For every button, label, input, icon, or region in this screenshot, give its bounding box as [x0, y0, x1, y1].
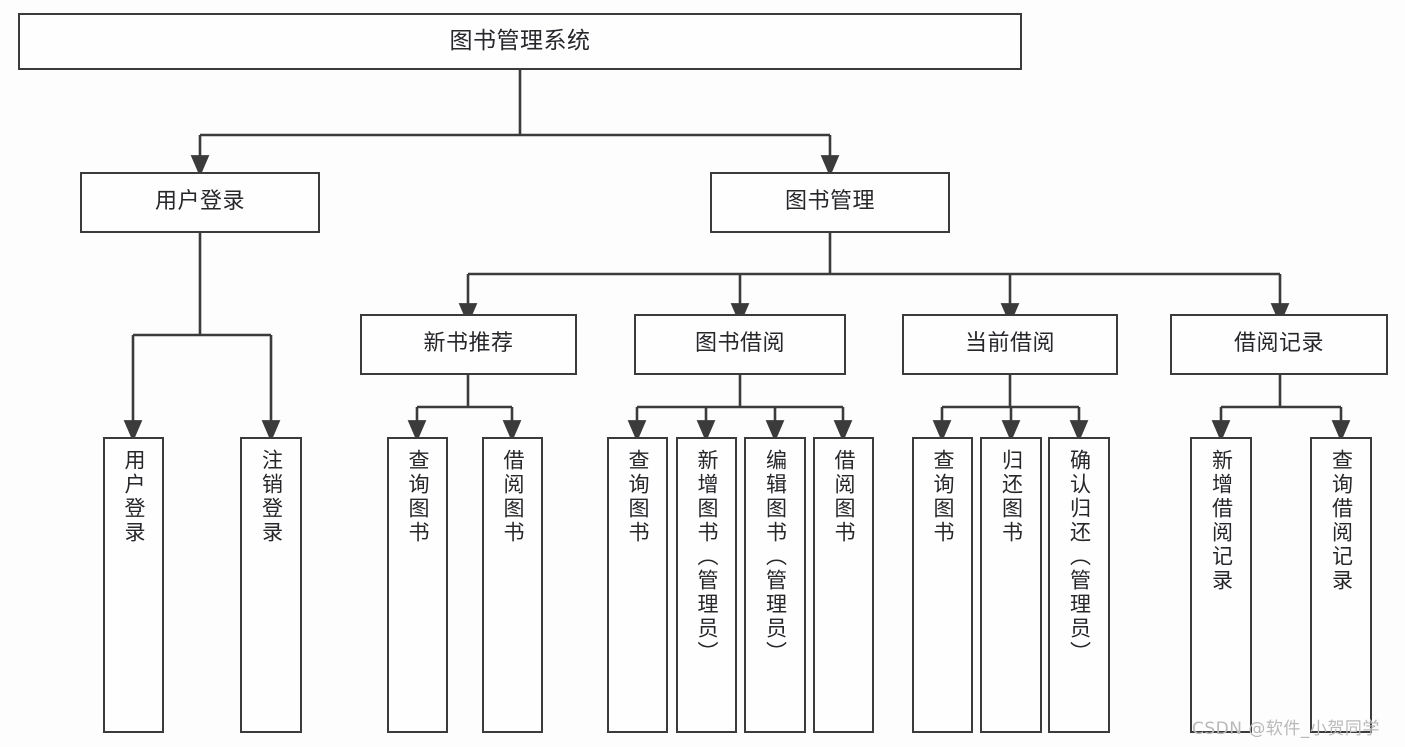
leaf-borrow-book-new[interactable]: 借阅图书 [482, 437, 543, 733]
leaf-add-book-admin[interactable]: 新增图书（管理员） [676, 437, 737, 733]
leaf-query-borrow-record[interactable]: 查询借阅记录 [1310, 437, 1372, 733]
node-label: 图书管理 [784, 189, 875, 215]
node-label: 借阅记录 [1233, 331, 1324, 357]
node-label: 当前借阅 [964, 331, 1055, 357]
node-label: 确认归还（管理员） [1067, 449, 1092, 665]
csdn-watermark: CSDN @软件_小贺同学 [1192, 719, 1380, 739]
node-label: 查询借阅记录 [1329, 449, 1354, 593]
node-label: 查询图书 [626, 449, 650, 545]
node-label: 注销登录 [259, 449, 284, 545]
node-label: 新增借阅记录 [1209, 449, 1234, 593]
node-current-borrow[interactable]: 当前借阅 [902, 314, 1118, 375]
leaf-edit-book-admin[interactable]: 编辑图书（管理员） [744, 437, 806, 733]
leaf-return-book[interactable]: 归还图书 [980, 437, 1042, 733]
leaf-confirm-return-admin[interactable]: 确认归还（管理员） [1048, 437, 1110, 733]
leaf-query-book-new[interactable]: 查询图书 [387, 437, 448, 733]
leaf-user-login[interactable]: 用户登录 [103, 437, 164, 733]
leaf-query-book-current[interactable]: 查询图书 [912, 437, 973, 733]
node-label: 图书借阅 [694, 331, 785, 357]
node-root-system[interactable]: 图书管理系统 [18, 13, 1022, 70]
leaf-query-book-borrow[interactable]: 查询图书 [607, 437, 668, 733]
leaf-borrow-book[interactable]: 借阅图书 [813, 437, 874, 733]
node-label: 借阅图书 [501, 449, 525, 545]
node-label: 新增图书（管理员） [695, 449, 719, 665]
node-label: 图书管理系统 [449, 27, 591, 54]
node-label: 用户登录 [122, 449, 146, 545]
node-label: 查询图书 [931, 449, 955, 545]
node-label: 编辑图书（管理员） [763, 449, 788, 665]
node-borrow-record[interactable]: 借阅记录 [1170, 314, 1388, 375]
leaf-add-borrow-record[interactable]: 新增借阅记录 [1190, 437, 1252, 733]
leaf-user-logout[interactable]: 注销登录 [240, 437, 302, 733]
node-book-borrow[interactable]: 图书借阅 [634, 314, 846, 375]
node-book-management[interactable]: 图书管理 [710, 172, 950, 233]
node-label: 新书推荐 [423, 331, 514, 357]
node-new-book-recommend[interactable]: 新书推荐 [360, 314, 577, 375]
node-label: 用户登录 [154, 189, 245, 215]
node-label: 借阅图书 [832, 449, 856, 545]
node-label: 查询图书 [406, 449, 430, 545]
node-label: 归还图书 [999, 449, 1024, 545]
node-user-login[interactable]: 用户登录 [80, 172, 320, 233]
